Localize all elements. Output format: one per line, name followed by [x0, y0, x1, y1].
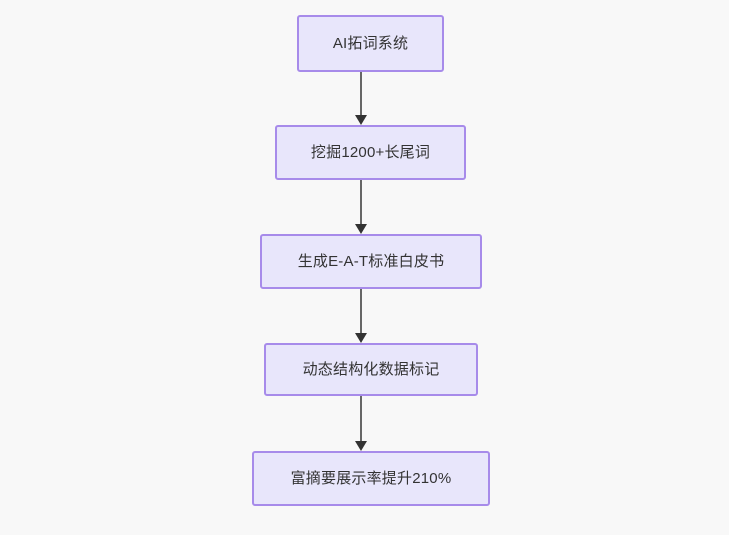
connector-arrow — [351, 289, 371, 343]
connector-arrow — [351, 180, 371, 234]
flow-node-4[interactable]: 动态结构化数据标记 — [264, 343, 478, 396]
arrow-icon — [355, 180, 367, 234]
flow-node-2[interactable]: 挖掘1200+长尾词 — [275, 125, 466, 180]
arrow-icon — [355, 396, 367, 451]
flow-node-label: 挖掘1200+长尾词 — [310, 143, 431, 161]
flow-node-5[interactable]: 富摘要展示率提升210% — [252, 451, 490, 506]
flow-node-3[interactable]: 生成E-A-T标准白皮书 — [260, 234, 482, 289]
arrow-icon — [355, 72, 367, 125]
connector-arrow — [351, 396, 371, 451]
flow-node-1[interactable]: AI拓词系统 — [297, 15, 444, 72]
flow-node-label: 富摘要展示率提升210% — [290, 469, 452, 487]
flow-node-label: AI拓词系统 — [332, 34, 409, 52]
flow-node-label: 动态结构化数据标记 — [302, 360, 440, 378]
arrow-icon — [355, 289, 367, 343]
flow-node-label: 生成E-A-T标准白皮书 — [297, 252, 445, 270]
connector-arrow — [351, 72, 371, 125]
